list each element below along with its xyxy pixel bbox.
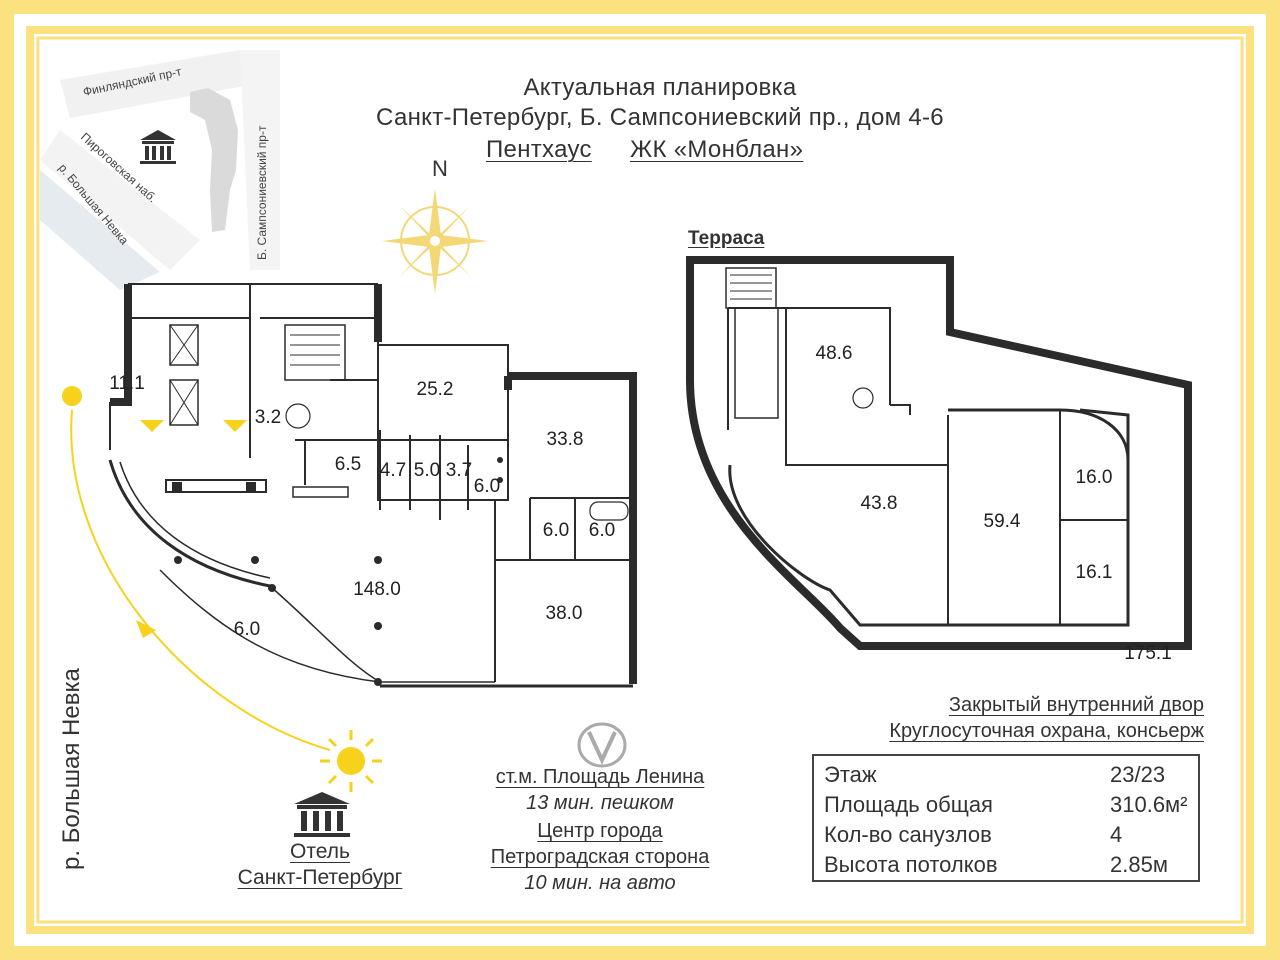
entrance-marker [140,420,164,432]
sunrise-icon [62,386,82,406]
upper-area-label: 48.6 [815,343,853,364]
spec-height-label: Высота потолков [824,852,998,877]
locator-map: Финляндский пр-т Б. Сампсониевский пр-т … [40,50,280,290]
hotel-name-line2[interactable]: Санкт-Петербург [237,866,403,889]
complex-link[interactable]: ЖК «Монблан» [630,136,804,163]
lower-area-label: 6.5 [334,454,362,475]
compass-rose-icon [382,188,488,294]
upper-area-label: 16.1 [1075,562,1113,583]
city-center[interactable]: Центр города [537,820,663,842]
specs-table: Этаж 23/23 Площадь общая 310.6м² Кол-во … [812,754,1200,882]
header-line1: Актуальная планировка [523,74,797,101]
lower-area-label: 3.7 [445,460,473,481]
spec-area-value: 310.6м² [1110,792,1188,817]
header-address: Санкт-Петербург, Б. Сампсониевский пр., … [376,104,944,131]
lower-area-label: 6.0 [588,520,616,541]
feature-courtyard[interactable]: Закрытый внутренний двор [948,694,1204,716]
district-name[interactable]: Петроградская сторона [490,846,710,868]
compass-north-label: N [432,156,448,181]
sun-icon [320,730,382,792]
floor-plan-upper [686,256,1192,650]
drive-time: 10 мин. на авто [524,872,676,894]
lower-area-label: 25.2 [416,379,454,400]
upper-area-label: 59.4 [983,511,1021,532]
penthouse-link[interactable]: Пентхаус [486,136,592,163]
upper-area-label: 175.1 [1124,643,1172,664]
lower-area-label: 6.0 [542,520,570,541]
river-label: р. Большая Невка [58,668,85,870]
spec-height-value: 2.85м [1110,852,1168,877]
upper-area-label: 43.8 [860,493,898,514]
spec-area-label: Площадь общая [824,792,993,817]
spec-floor-value: 23/23 [1110,762,1166,787]
terrace-label: Терраса [688,228,765,249]
floor-plan-lower [108,283,637,688]
lower-area-label: 3.2 [254,407,282,428]
metro-walk-time: 13 мин. пешком [526,792,674,814]
metro-icon [577,722,627,768]
lower-area-label: 148.0 [353,579,401,600]
entrance-marker [223,420,247,432]
street-right-label: Б. Сампсониевский пр-т [255,125,269,260]
spec-floor-label: Этаж [824,762,877,787]
lower-area-label: 5.0 [413,460,441,481]
spec-bath-label: Кол-во санузлов [824,822,992,847]
museum-icon [140,130,176,164]
metro-station[interactable]: ст.м. Площадь Ленина [495,766,705,788]
hotel-name-line1[interactable]: Отель [290,840,350,863]
lower-area-label: 6.0 [473,476,501,497]
lower-area-label: 6.0 [233,619,261,640]
upper-area-label: 16.0 [1075,467,1113,488]
lower-area-label: 4.7 [379,460,407,481]
lower-area-label: 33.8 [546,429,584,450]
lower-area-label: 38.0 [545,603,583,624]
spec-bath-value: 4 [1110,822,1123,847]
feature-security[interactable]: Круглосуточная охрана, консьерж [889,720,1204,742]
museum-icon [294,792,350,837]
lower-area-label: 11.1 [109,373,145,394]
building-shape [190,88,238,232]
sun-path [62,386,331,751]
